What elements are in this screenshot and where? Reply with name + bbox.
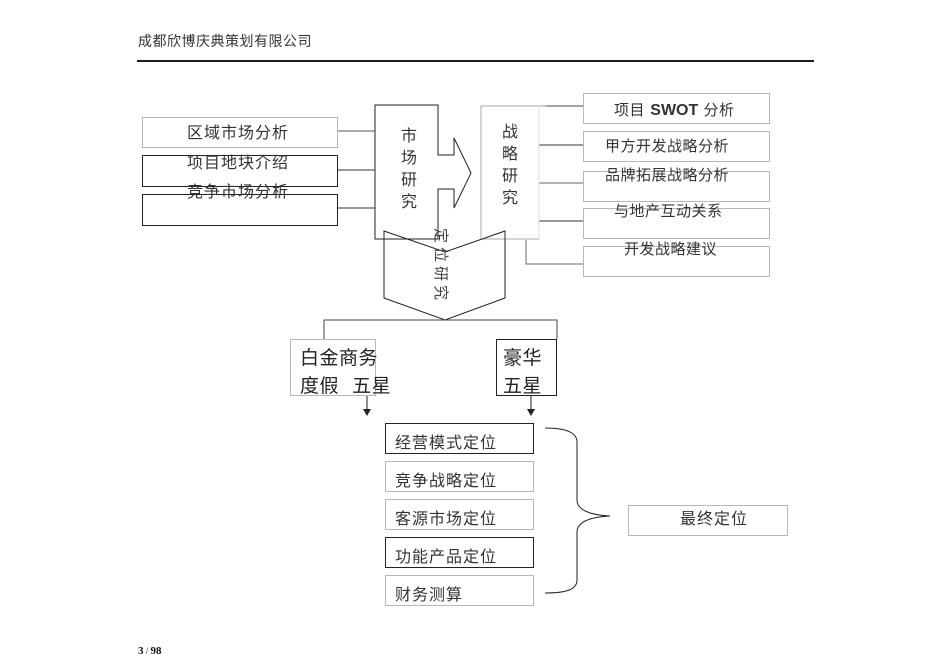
arrow-down-left <box>363 409 371 416</box>
page-number: 3 / 98 <box>138 645 162 657</box>
final-positioning-box <box>628 505 788 536</box>
strategy-output-box-4 <box>583 208 770 239</box>
page-separator: / <box>145 646 149 656</box>
positioning-item-box-3 <box>385 499 534 530</box>
swot-suffix: 分析 <box>698 101 735 119</box>
option-platinum-line2: 度假 五星 <box>300 375 392 397</box>
positioning-item-box-2 <box>385 461 534 492</box>
header-divider <box>137 60 814 62</box>
option-box-platinum <box>290 339 376 396</box>
strategy-output-box-1 <box>583 93 770 124</box>
strategy-research-char: 战 <box>501 122 518 141</box>
input-label-regional-market: 区域市场分析 <box>187 123 290 142</box>
input-box-3 <box>142 194 338 226</box>
positioning-item-product: 功能产品定位 <box>395 547 498 566</box>
swot-highlight: SWOT <box>650 102 699 119</box>
input-box-1 <box>142 117 338 148</box>
strategy-research-char: 究 <box>501 188 518 207</box>
option-luxury-line2: 五星 <box>503 375 543 397</box>
strategy-output-box-3 <box>583 171 770 202</box>
market-research-char: 市 <box>400 126 417 145</box>
input-box-2 <box>142 155 338 187</box>
company-name: 成都欣博庆典策划有限公司 <box>138 34 312 50</box>
strategy-research-char: 略 <box>501 144 518 163</box>
strategy-output-recommendation: 开发战略建议 <box>624 240 718 258</box>
option-luxury-label: 豪华 五星 <box>503 344 542 400</box>
strategy-output-brand: 品牌拓展战略分析 <box>605 166 730 184</box>
positioning-item-operation: 经营模式定位 <box>395 433 498 452</box>
positioning-research-label: 定位研究 <box>432 228 450 305</box>
positioning-item-finance: 财务测算 <box>395 585 464 604</box>
market-research-char: 研 <box>400 170 417 189</box>
positioning-item-box-5 <box>385 575 534 606</box>
curly-brace <box>544 427 611 594</box>
page-current: 3 <box>138 645 144 657</box>
final-positioning-label: 最终定位 <box>680 509 749 528</box>
swot-prefix: 项目 <box>614 101 651 119</box>
strategy-output-developer: 甲方开发战略分析 <box>605 137 730 155</box>
market-research-char: 究 <box>400 192 417 211</box>
market-research-label: 市 场 研 究 <box>400 125 418 213</box>
positioning-item-competition: 竞争战略定位 <box>395 471 498 490</box>
arrow-down-right <box>527 409 535 416</box>
market-research-arrow-shape <box>374 104 472 240</box>
connector-output-5 <box>525 240 583 265</box>
strategy-research-char: 研 <box>501 166 518 185</box>
positioning-item-box-1 <box>385 423 534 454</box>
positioning-item-customer: 客源市场定位 <box>395 509 498 528</box>
strategy-output-box-2 <box>583 131 770 162</box>
market-research-char: 场 <box>400 148 417 167</box>
strategy-research-label: 战 略 研 究 <box>501 121 519 209</box>
option-platinum-label: 白金商务 度假 五星 <box>300 344 391 400</box>
option-box-luxury <box>496 339 557 396</box>
positioning-item-box-4 <box>385 537 534 568</box>
option-luxury-line1: 豪华 <box>503 347 543 369</box>
branch-connector <box>323 319 558 339</box>
option-platinum-line1: 白金商务 <box>300 347 379 369</box>
input-label-project-site: 项目地块介绍 <box>187 153 290 172</box>
page-total: 98 <box>150 645 162 657</box>
strategy-output-box-5 <box>583 246 770 277</box>
strategy-output-real-estate: 与地产互动关系 <box>614 202 723 220</box>
positioning-research-chevron <box>383 230 506 321</box>
input-label-competitive-market: 竞争市场分析 <box>187 182 290 201</box>
strategy-output-swot: 项目 SWOT 分析 <box>614 99 735 120</box>
